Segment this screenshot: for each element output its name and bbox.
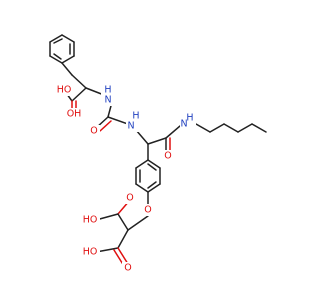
hydroxyl-label-3: HO [83,247,98,258]
urea-nh-hydrogen-label-1: H [104,85,111,96]
ether-oxygen-label: O [144,205,151,216]
atom-labels: HO OH H N O H N H N O O O HO HO O [54,84,196,274]
amide-hydrogen-label: H [186,113,193,124]
structure-diagram: HO OH H N O H N H N O O O HO HO O [49,34,267,274]
carboxyl-oxygen-label-3: O [124,263,131,274]
hydroxyl-label-1: HO [57,85,72,96]
hydroxyl-label-2: HO [83,215,98,226]
phenyl-ring [49,34,75,64]
malonate-group [95,199,149,267]
carbonyl-oxygen-label-1: OH [67,109,82,120]
amide-nitrogen-label: N [180,119,187,130]
carboxyl-oxygen-label-2: O [126,193,133,204]
urea-nh-hydrogen-label-2: H [132,111,139,122]
urea-nitrogen-label-2: N [127,121,134,132]
amide-oxygen-label: O [164,151,171,162]
phenylene-ring [135,159,161,206]
molecule-canvas: HO OH H N O H N H N O O O HO HO O [49,34,267,274]
urea-oxygen-label: O [90,126,97,137]
tyr-backbone [135,123,267,161]
urea-linker [95,101,129,132]
urea-nitrogen-label-1: N [104,95,111,106]
